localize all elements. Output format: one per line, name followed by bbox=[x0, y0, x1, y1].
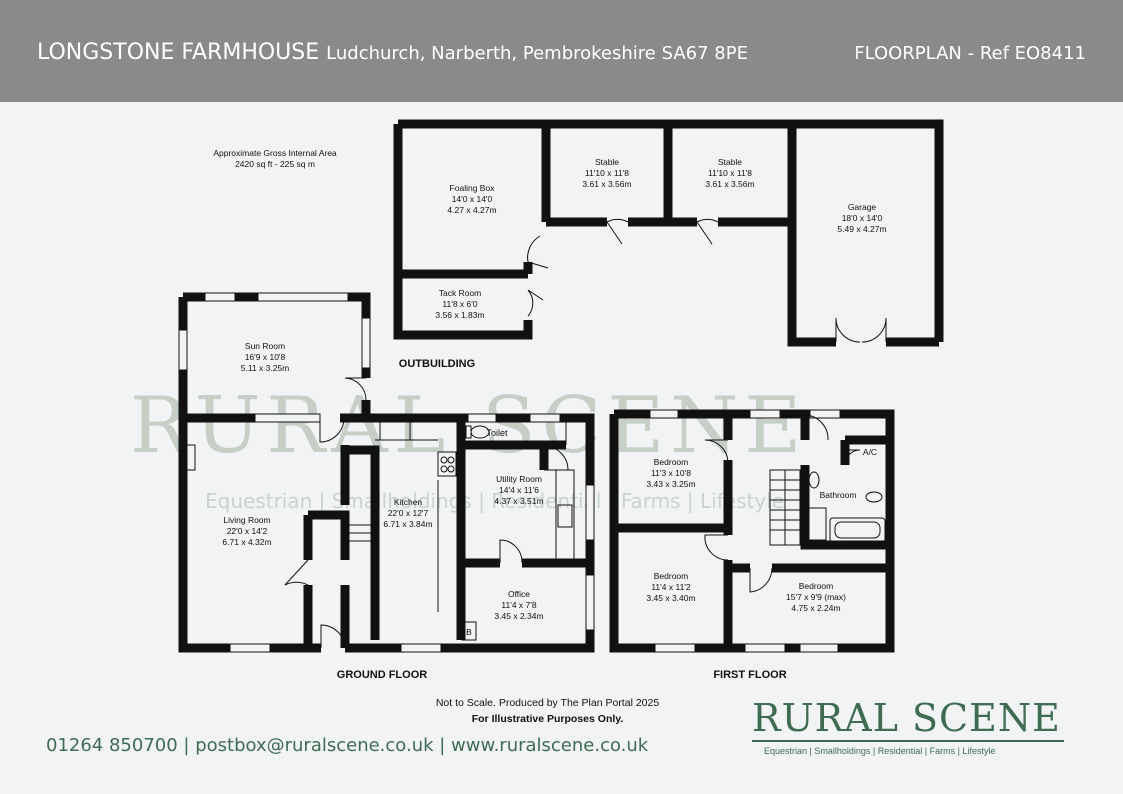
svg-text:Bedroom: Bedroom bbox=[654, 571, 689, 581]
svg-text:22'0 x 12'7: 22'0 x 12'7 bbox=[388, 508, 429, 518]
svg-text:3.56 x 1.83m: 3.56 x 1.83m bbox=[435, 310, 484, 320]
boiler-label: B bbox=[466, 627, 472, 637]
room-garage: Garage 18'0 x 14'0 5.49 x 4.27m bbox=[837, 202, 886, 234]
outbuilding-label: OUTBUILDING bbox=[399, 358, 475, 370]
room-bedroom-2: Bedroom 11'4 x 11'2 3.45 x 3.40m bbox=[646, 571, 695, 603]
first-floor-fixtures bbox=[704, 414, 886, 593]
svg-text:Sun Room: Sun Room bbox=[245, 341, 285, 351]
svg-text:11'3 x 10'8: 11'3 x 10'8 bbox=[651, 468, 691, 478]
svg-text:4.75 x 2.24m: 4.75 x 2.24m bbox=[791, 603, 840, 613]
svg-text:15'7 x 9'9 (max): 15'7 x 9'9 (max) bbox=[786, 592, 846, 602]
svg-text:14'4 x 11'6: 14'4 x 11'6 bbox=[499, 485, 539, 495]
svg-text:3.61 x 3.56m: 3.61 x 3.56m bbox=[705, 179, 754, 189]
svg-text:11'10 x 11'8: 11'10 x 11'8 bbox=[585, 168, 629, 178]
svg-text:11'4 x 11'2: 11'4 x 11'2 bbox=[651, 582, 691, 592]
room-sun-room: Sun Room 16'9 x 10'8 5.11 x 3.25m bbox=[241, 341, 290, 373]
room-bedroom-1: Bedroom 11'3 x 10'8 3.43 x 3.25m bbox=[646, 457, 695, 489]
svg-text:Living Room: Living Room bbox=[223, 515, 270, 525]
ground-floor-windows bbox=[178, 292, 595, 653]
toilet-label: Toilet bbox=[486, 428, 508, 438]
ac-label: A/C bbox=[863, 447, 877, 457]
ground-floor-label: GROUND FLOOR bbox=[337, 669, 427, 681]
svg-text:3.61 x 3.56m: 3.61 x 3.56m bbox=[582, 179, 631, 189]
svg-text:6.71 x 3.84m: 6.71 x 3.84m bbox=[383, 519, 432, 529]
room-stable-2: Stable 11'10 x 11'8 3.61 x 3.56m bbox=[705, 157, 754, 189]
room-bedroom-3: Bedroom 15'7 x 9'9 (max) 4.75 x 2.24m bbox=[786, 581, 846, 613]
room-office: Office 11'4 x 7'8 3.45 x 2.34m bbox=[494, 589, 543, 621]
svg-text:3.45 x 2.34m: 3.45 x 2.34m bbox=[494, 611, 543, 621]
watermark-tagline: Equestrian | Smallholdings | Residential… bbox=[205, 489, 784, 513]
footer-contact: 01264 850700 | postbox@ruralscene.co.uk … bbox=[46, 735, 649, 756]
svg-text:Utility Room: Utility Room bbox=[496, 474, 542, 484]
floorplan-ref: FLOORPLAN - Ref EO8411 bbox=[854, 43, 1086, 64]
svg-text:Tack Room: Tack Room bbox=[439, 288, 482, 298]
svg-text:5.49 x 4.27m: 5.49 x 4.27m bbox=[837, 224, 886, 234]
svg-text:16'9 x 10'8: 16'9 x 10'8 bbox=[245, 352, 286, 362]
room-tack-room: Tack Room 11'8 x 6'0 3.56 x 1.83m bbox=[435, 288, 484, 320]
first-floor-label: FIRST FLOOR bbox=[713, 669, 786, 681]
ground-floor-fixtures bbox=[284, 377, 575, 649]
header-bar bbox=[0, 0, 1123, 102]
svg-text:Stable: Stable bbox=[595, 157, 619, 167]
svg-text:18'0 x 14'0: 18'0 x 14'0 bbox=[842, 213, 883, 223]
logo: RURAL SCENE bbox=[752, 696, 1061, 740]
svg-text:4.37 x 3.51m: 4.37 x 3.51m bbox=[494, 496, 543, 506]
property-address: Ludchurch, Narberth, Pembrokeshire SA67 … bbox=[326, 43, 748, 64]
svg-text:3.43 x 3.25m: 3.43 x 3.25m bbox=[646, 479, 695, 489]
property-name: LONGSTONE FARMHOUSE bbox=[37, 40, 320, 65]
svg-text:11'4 x 7'8: 11'4 x 7'8 bbox=[501, 600, 536, 610]
scale-note: Not to Scale. Produced by The Plan Porta… bbox=[435, 697, 660, 709]
room-kitchen: Kitchen 22'0 x 12'7 6.71 x 3.84m bbox=[383, 497, 432, 529]
ground-floor-walls bbox=[178, 292, 595, 653]
area-value: 2420 sq ft - 225 sq m bbox=[235, 159, 315, 169]
watermark: RURAL SCENE Equestrian | Smallholdings |… bbox=[130, 381, 801, 513]
room-stable-1: Stable 11'10 x 11'8 3.61 x 3.56m bbox=[582, 157, 631, 189]
svg-text:11'10 x 11'8: 11'10 x 11'8 bbox=[708, 168, 752, 178]
outbuilding-walls bbox=[393, 119, 944, 347]
illustrative-note: For Illustrative Purposes Only. bbox=[471, 713, 624, 725]
svg-text:Garage: Garage bbox=[848, 202, 877, 212]
room-foaling-box: Foaling Box 14'0 x 14'0 4.27 x 4.27m bbox=[447, 183, 496, 215]
svg-text:5.11 x 3.25m: 5.11 x 3.25m bbox=[241, 363, 290, 373]
outbuilding-doors bbox=[527, 218, 887, 343]
page-title: LONGSTONE FARMHOUSE Ludchurch, Narberth,… bbox=[37, 40, 748, 65]
svg-text:Stable: Stable bbox=[718, 157, 742, 167]
svg-text:4.27 x 4.27m: 4.27 x 4.27m bbox=[447, 205, 496, 215]
svg-text:Bedroom: Bedroom bbox=[654, 457, 689, 467]
area-title: Approximate Gross Internal Area bbox=[213, 148, 337, 158]
svg-text:Office: Office bbox=[508, 589, 530, 599]
svg-text:11'8 x 6'0: 11'8 x 6'0 bbox=[442, 299, 477, 309]
svg-text:Bedroom: Bedroom bbox=[799, 581, 834, 591]
first-floor-windows bbox=[649, 409, 841, 653]
logo-divider bbox=[752, 740, 1064, 742]
svg-text:Foaling Box: Foaling Box bbox=[450, 183, 496, 193]
room-living-room: Living Room 22'0 x 14'2 6.71 x 4.32m bbox=[222, 515, 271, 547]
room-utility-room: Utility Room 14'4 x 11'6 4.37 x 3.51m bbox=[494, 474, 543, 506]
svg-text:22'0 x 14'2: 22'0 x 14'2 bbox=[227, 526, 268, 536]
svg-text:Kitchen: Kitchen bbox=[394, 497, 423, 507]
svg-text:6.71 x 4.32m: 6.71 x 4.32m bbox=[222, 537, 271, 547]
svg-text:3.45 x 3.40m: 3.45 x 3.40m bbox=[646, 593, 695, 603]
bathroom-label: Bathroom bbox=[820, 490, 857, 500]
logo-tagline: Equestrian | Smallholdings | Residential… bbox=[764, 746, 996, 756]
svg-text:14'0 x 14'0: 14'0 x 14'0 bbox=[452, 194, 493, 204]
